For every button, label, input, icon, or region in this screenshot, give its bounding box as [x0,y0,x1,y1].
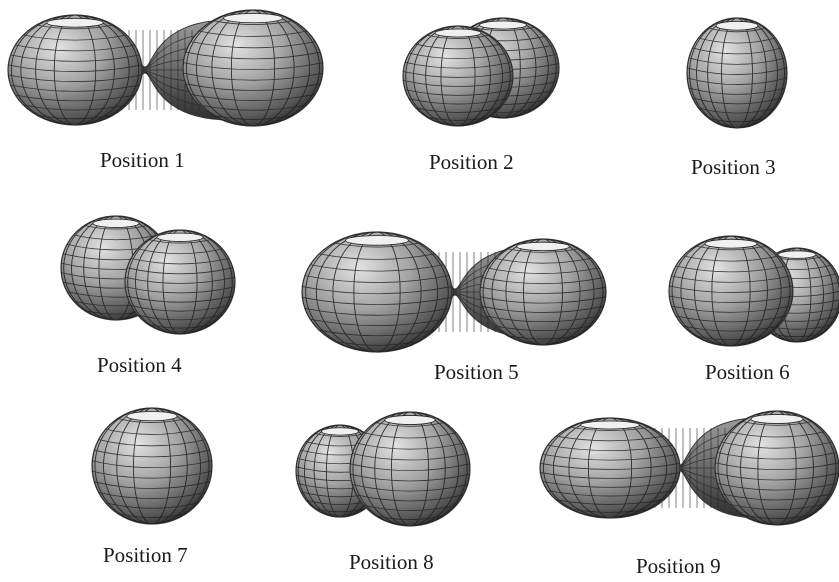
lobe-front [403,26,513,126]
lobe-front [669,236,793,346]
position-label-8: Position 8 [349,552,434,573]
lobe-right [480,239,606,345]
shape-position-9 [540,411,839,525]
position-label-1: Position 1 [100,150,185,171]
position-label-3: Position 3 [691,157,776,174]
position-label-6: Position 6 [705,362,790,383]
lobe-left [540,418,680,518]
sphere [92,408,212,524]
shape-position-5 [302,232,606,352]
shape-position-6 [669,236,839,346]
shape-position-2 [403,18,559,126]
position-label-7: Position 7 [103,545,188,566]
position-label-5: Position 5 [434,362,519,383]
sphere [687,18,787,128]
shape-position-1 [8,10,323,126]
shape-position-4 [61,216,235,334]
position-label-4: Position 4 [97,355,182,376]
shape-position-7 [92,408,212,524]
lobe-left [8,15,142,125]
position-label-9: Position 9 [636,556,721,577]
shape-position-8 [296,412,470,526]
lobe-right [715,411,839,525]
position-label-2: Position 2 [429,152,514,173]
shape-position-3 [687,18,787,128]
lobe-front [350,412,470,526]
lobe-left [302,232,452,352]
lobe-right [183,10,323,126]
lobe-front [125,230,235,334]
